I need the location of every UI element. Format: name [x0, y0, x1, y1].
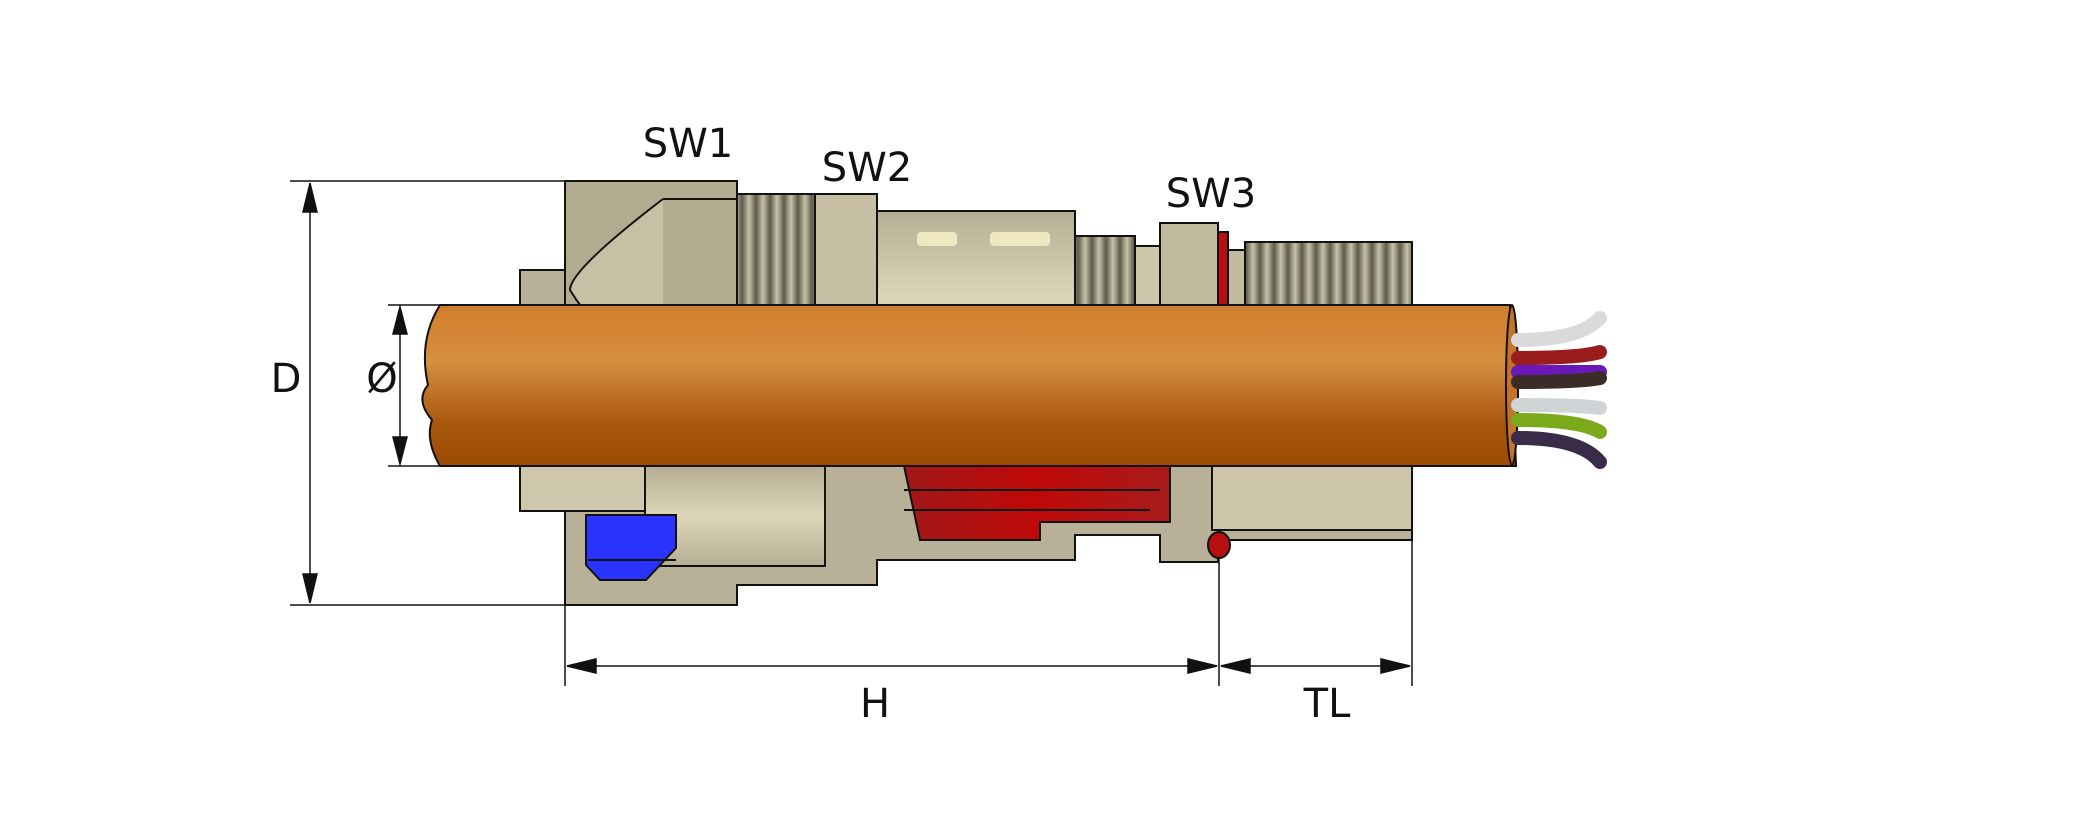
blue-seal [585, 514, 677, 581]
diameter-label: Ø [366, 356, 398, 402]
sw2-label: SW2 [821, 145, 913, 191]
tl-label: TL [1303, 681, 1351, 727]
d-label: D [270, 356, 302, 402]
h-label: H [859, 681, 891, 727]
cable-cores [1511, 311, 1607, 469]
gland-lower-half [519, 465, 1413, 606]
sw1-label: SW1 [642, 121, 734, 167]
o-ring [1207, 531, 1231, 559]
sw3-label: SW3 [1165, 171, 1257, 217]
dimension-lines [290, 180, 1413, 686]
cable [421, 304, 1607, 469]
